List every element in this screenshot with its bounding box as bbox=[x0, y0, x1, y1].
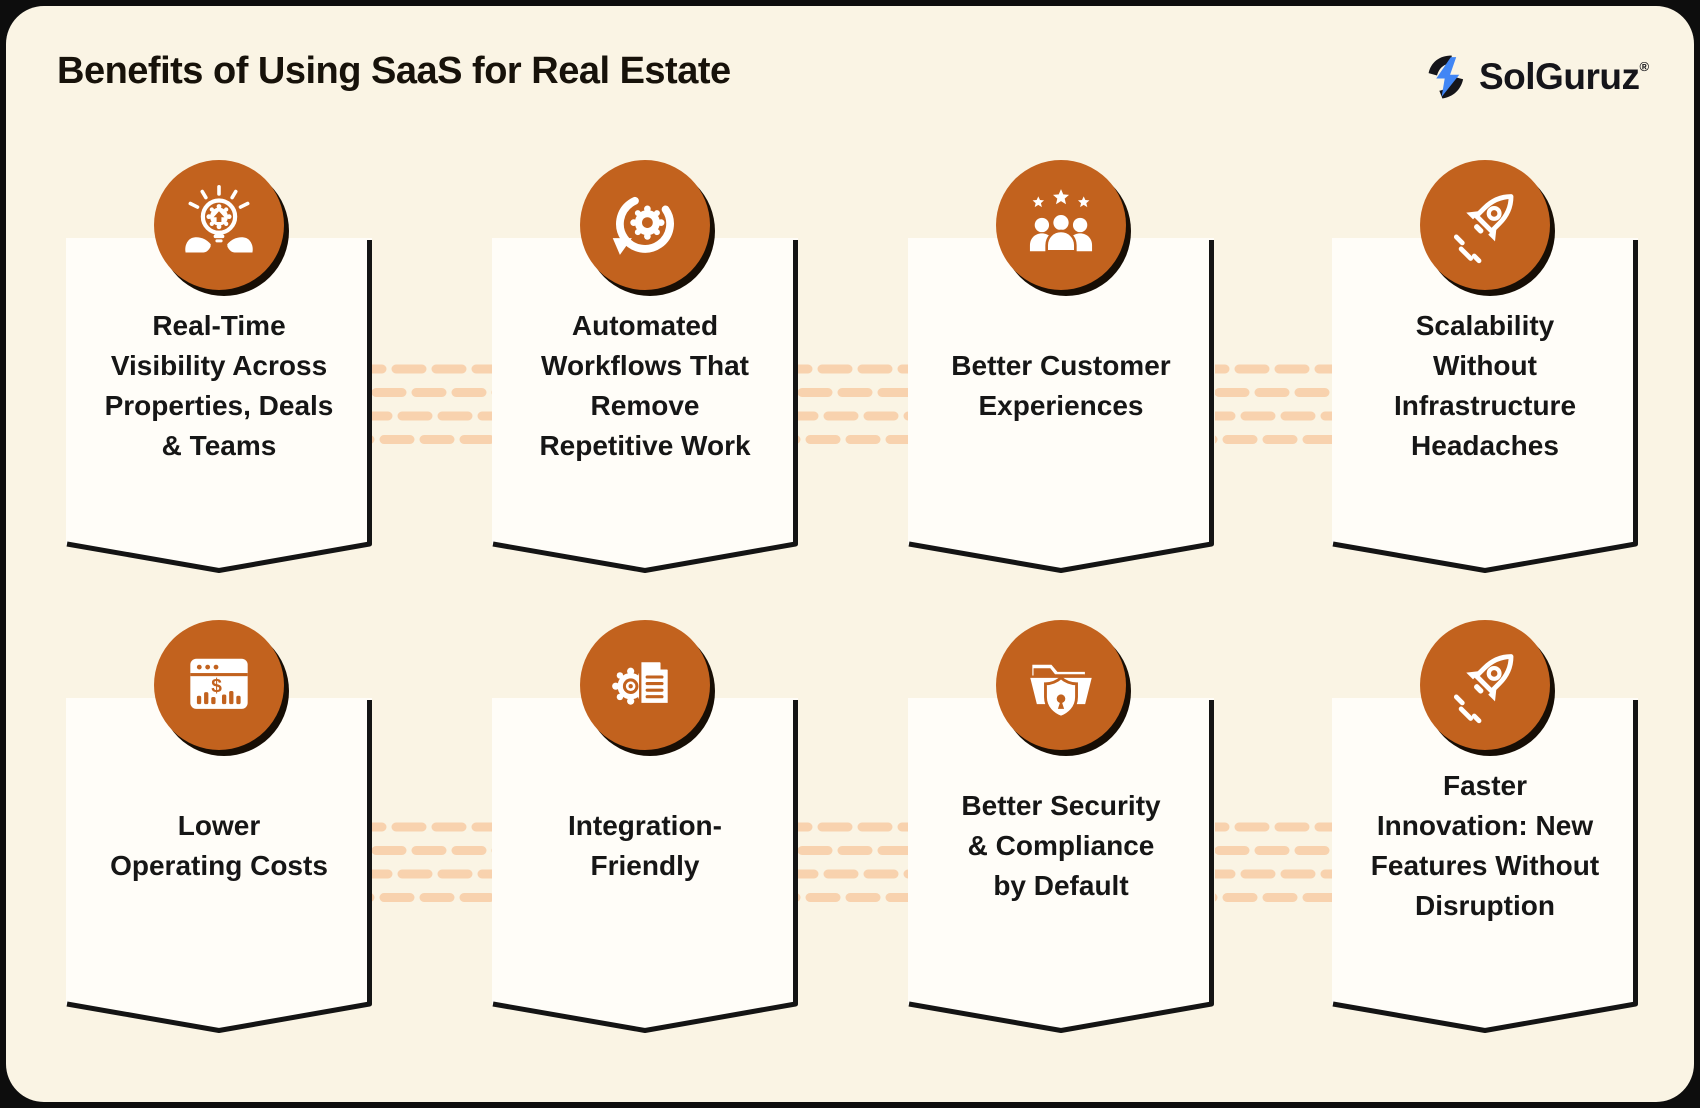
rocket-icon bbox=[1453, 194, 1514, 264]
benefit-card-security-compliance: Better Security & Compliance by Default bbox=[908, 620, 1214, 1034]
benefit-title: Scalability Without Infrastructure Heada… bbox=[1393, 309, 1577, 462]
banner-shape bbox=[66, 698, 372, 1033]
benefit-card-faster-innovation: Faster Innovation: New Features Without … bbox=[1332, 620, 1638, 1034]
benefit-card-realtime-visibility: Real-Time Visibility Across Properties, … bbox=[66, 160, 372, 574]
benefit-title: Better Customer Experiences bbox=[951, 349, 1171, 421]
benefit-card-customer-experiences: Better Customer Experiences bbox=[908, 160, 1214, 574]
brand-name-text: SolGuruz bbox=[1479, 56, 1640, 97]
icon-badge bbox=[154, 160, 284, 290]
icon-badge: $ bbox=[154, 620, 284, 750]
banner-shape bbox=[908, 238, 1214, 573]
banner-shape bbox=[908, 698, 1214, 1033]
connector-row1-2 bbox=[785, 363, 922, 458]
benefit-title: Faster Innovation: New Features Without … bbox=[1370, 769, 1600, 922]
automation-cycle-gear-icon bbox=[612, 194, 674, 255]
icon-badge bbox=[996, 160, 1126, 290]
banner-shape bbox=[1332, 238, 1638, 573]
benefit-title: Real-Time Visibility Across Properties, … bbox=[104, 309, 334, 462]
connector-row2-2 bbox=[785, 821, 922, 916]
benefit-card-scalability: Scalability Without Infrastructure Heada… bbox=[1332, 160, 1638, 574]
benefit-title: Integration- Friendly bbox=[568, 809, 722, 881]
gear-document-icon bbox=[612, 659, 671, 706]
icon-badge bbox=[580, 160, 710, 290]
benefit-card-automated-workflows: Automated Workflows That Remove Repetiti… bbox=[492, 160, 798, 574]
page-title: Benefits of Using SaaS for Real Estate bbox=[57, 50, 731, 92]
connector-row1-3 bbox=[1202, 363, 1345, 458]
brand-name: SolGuruz® bbox=[1479, 56, 1649, 98]
connector-row2-3 bbox=[1202, 821, 1345, 916]
connector-row2-1 bbox=[359, 821, 505, 916]
icon-badge bbox=[996, 620, 1126, 750]
icon-badge bbox=[1420, 160, 1550, 290]
rocket-icon bbox=[1453, 654, 1514, 724]
banner-shape bbox=[66, 238, 372, 573]
icon-badge bbox=[1420, 620, 1550, 750]
benefit-card-lower-costs: $ Lower Operating Costs bbox=[66, 620, 372, 1034]
solguruz-bolt-icon bbox=[1428, 55, 1464, 99]
svg-text:$: $ bbox=[211, 676, 222, 697]
browser-dollar-chart-icon: $ bbox=[190, 658, 248, 709]
connector-row1-1 bbox=[359, 363, 505, 458]
benefit-title: Automated Workflows That Remove Repetiti… bbox=[539, 309, 751, 462]
registered-mark: ® bbox=[1639, 59, 1650, 74]
hands-idea-gear-icon bbox=[185, 184, 253, 253]
folder-shield-lock-icon bbox=[1027, 664, 1095, 719]
customers-stars-icon bbox=[1029, 189, 1093, 253]
benefit-card-integration-friendly: Integration- Friendly bbox=[492, 620, 798, 1034]
banner-shape bbox=[1332, 698, 1638, 1033]
banner-shape bbox=[492, 698, 798, 1033]
icon-badge bbox=[580, 620, 710, 750]
banner-shape bbox=[492, 238, 798, 573]
brand-logo: SolGuruz® bbox=[1424, 48, 1649, 106]
benefit-title: Lower Operating Costs bbox=[110, 809, 328, 881]
benefit-title: Better Security & Compliance by Default bbox=[961, 789, 1161, 902]
